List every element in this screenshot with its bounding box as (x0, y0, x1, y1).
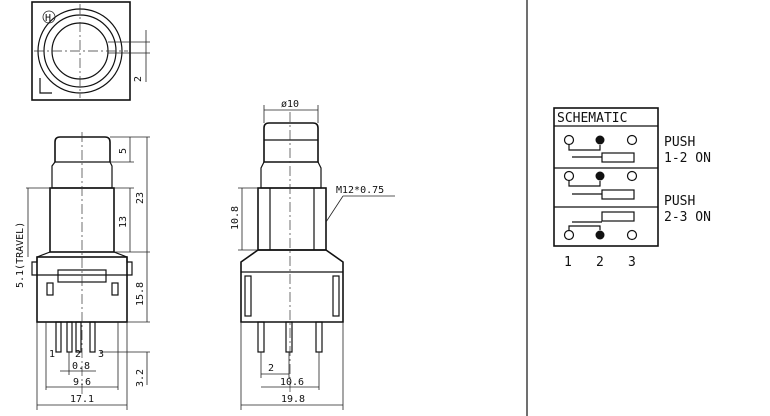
actuator (601, 211, 635, 222)
dim-0-8: 0.8 (72, 361, 90, 372)
schematic-pin-2: 2 (596, 255, 604, 270)
front-pin-1 (55, 321, 62, 353)
dim-d10: ø10 (281, 99, 299, 110)
front-pin-2a (66, 321, 73, 353)
schematic-pin-3: 3 (628, 255, 636, 270)
terminal-2 (595, 171, 605, 181)
dim-13: 13 (118, 216, 129, 228)
terminal-3 (626, 229, 638, 241)
side-view: ø10 10.8 M12*0.75 2 10.6 19.8 (230, 99, 395, 410)
dim-5: 5 (118, 148, 129, 154)
state1-line2: 1-2 ON (664, 151, 711, 166)
l-marker-icon (39, 78, 52, 94)
side-pin-2 (285, 321, 293, 353)
front-shoulder (36, 251, 51, 258)
dim-23: 23 (135, 192, 146, 204)
front-view: 1 2 3 5.1(TRAVEL) 5 23 13 15.8 3.2 0.8 9… (15, 132, 150, 410)
schematic-title: SCHEMATIC (557, 111, 627, 126)
actuator (601, 189, 635, 200)
pin-label-3: 3 (98, 349, 104, 360)
dim-15-8: 15.8 (135, 282, 146, 306)
pin-label-2: 2 (75, 349, 81, 360)
contact-bridge (568, 181, 601, 187)
side-pin-1 (257, 321, 265, 353)
side-cap (263, 122, 319, 163)
state2-line2: 2-3 ON (664, 210, 711, 225)
front-shoulder (113, 251, 128, 258)
contact-bridge (568, 225, 601, 230)
dim-10-8: 10.8 (230, 206, 241, 230)
state2-line1: PUSH (664, 194, 695, 209)
terminal-3 (626, 170, 638, 182)
front-clip-right (111, 282, 119, 296)
contact-bridge (568, 145, 601, 151)
front-tab-left (31, 257, 38, 276)
dim-17-1: 17.1 (70, 394, 94, 405)
h-marker: H (45, 13, 51, 24)
h-marker-circle (42, 10, 56, 24)
side-bushing (257, 187, 327, 251)
pin-label-1: 1 (49, 349, 55, 360)
thread-leader (325, 195, 344, 223)
schematic-pin-1: 1 (564, 255, 572, 270)
dim-3-2: 3.2 (135, 369, 146, 387)
schematic-frame (553, 107, 659, 247)
actuator (601, 152, 635, 163)
front-cap (54, 136, 111, 162)
dim-10-6: 10.6 (280, 377, 304, 388)
dim-side-2: 2 (268, 363, 274, 374)
side-clip-right (332, 275, 340, 317)
front-clip-left (46, 282, 54, 296)
terminal-2 (595, 230, 605, 240)
terminal-2 (595, 135, 605, 145)
dim-9-6: 9.6 (73, 377, 91, 388)
schematic: SCHEMATIC PUSH 1-2 ON PUSH 2-3 ON 1 2 3 (553, 107, 711, 270)
front-tab-right (126, 257, 133, 276)
travel-label: 5.1(TRAVEL) (15, 222, 26, 288)
front-pin-3 (89, 321, 96, 353)
top-view-body (31, 1, 131, 101)
front-pin-2b (75, 321, 82, 353)
thread-label: M12*0.75 (336, 185, 384, 196)
top-dim-2: 2 (133, 76, 144, 82)
terminal-1 (563, 170, 575, 182)
terminal-1 (563, 229, 575, 241)
terminal-3 (626, 134, 638, 146)
dim-19-8: 19.8 (281, 394, 305, 405)
top-view: H 2 (31, 1, 150, 101)
side-housing (240, 249, 344, 323)
side-cap-skirt (260, 161, 322, 189)
state1-line1: PUSH (664, 135, 695, 150)
terminal-1 (563, 134, 575, 146)
side-clip-left (244, 275, 252, 317)
side-pin-3 (315, 321, 323, 353)
